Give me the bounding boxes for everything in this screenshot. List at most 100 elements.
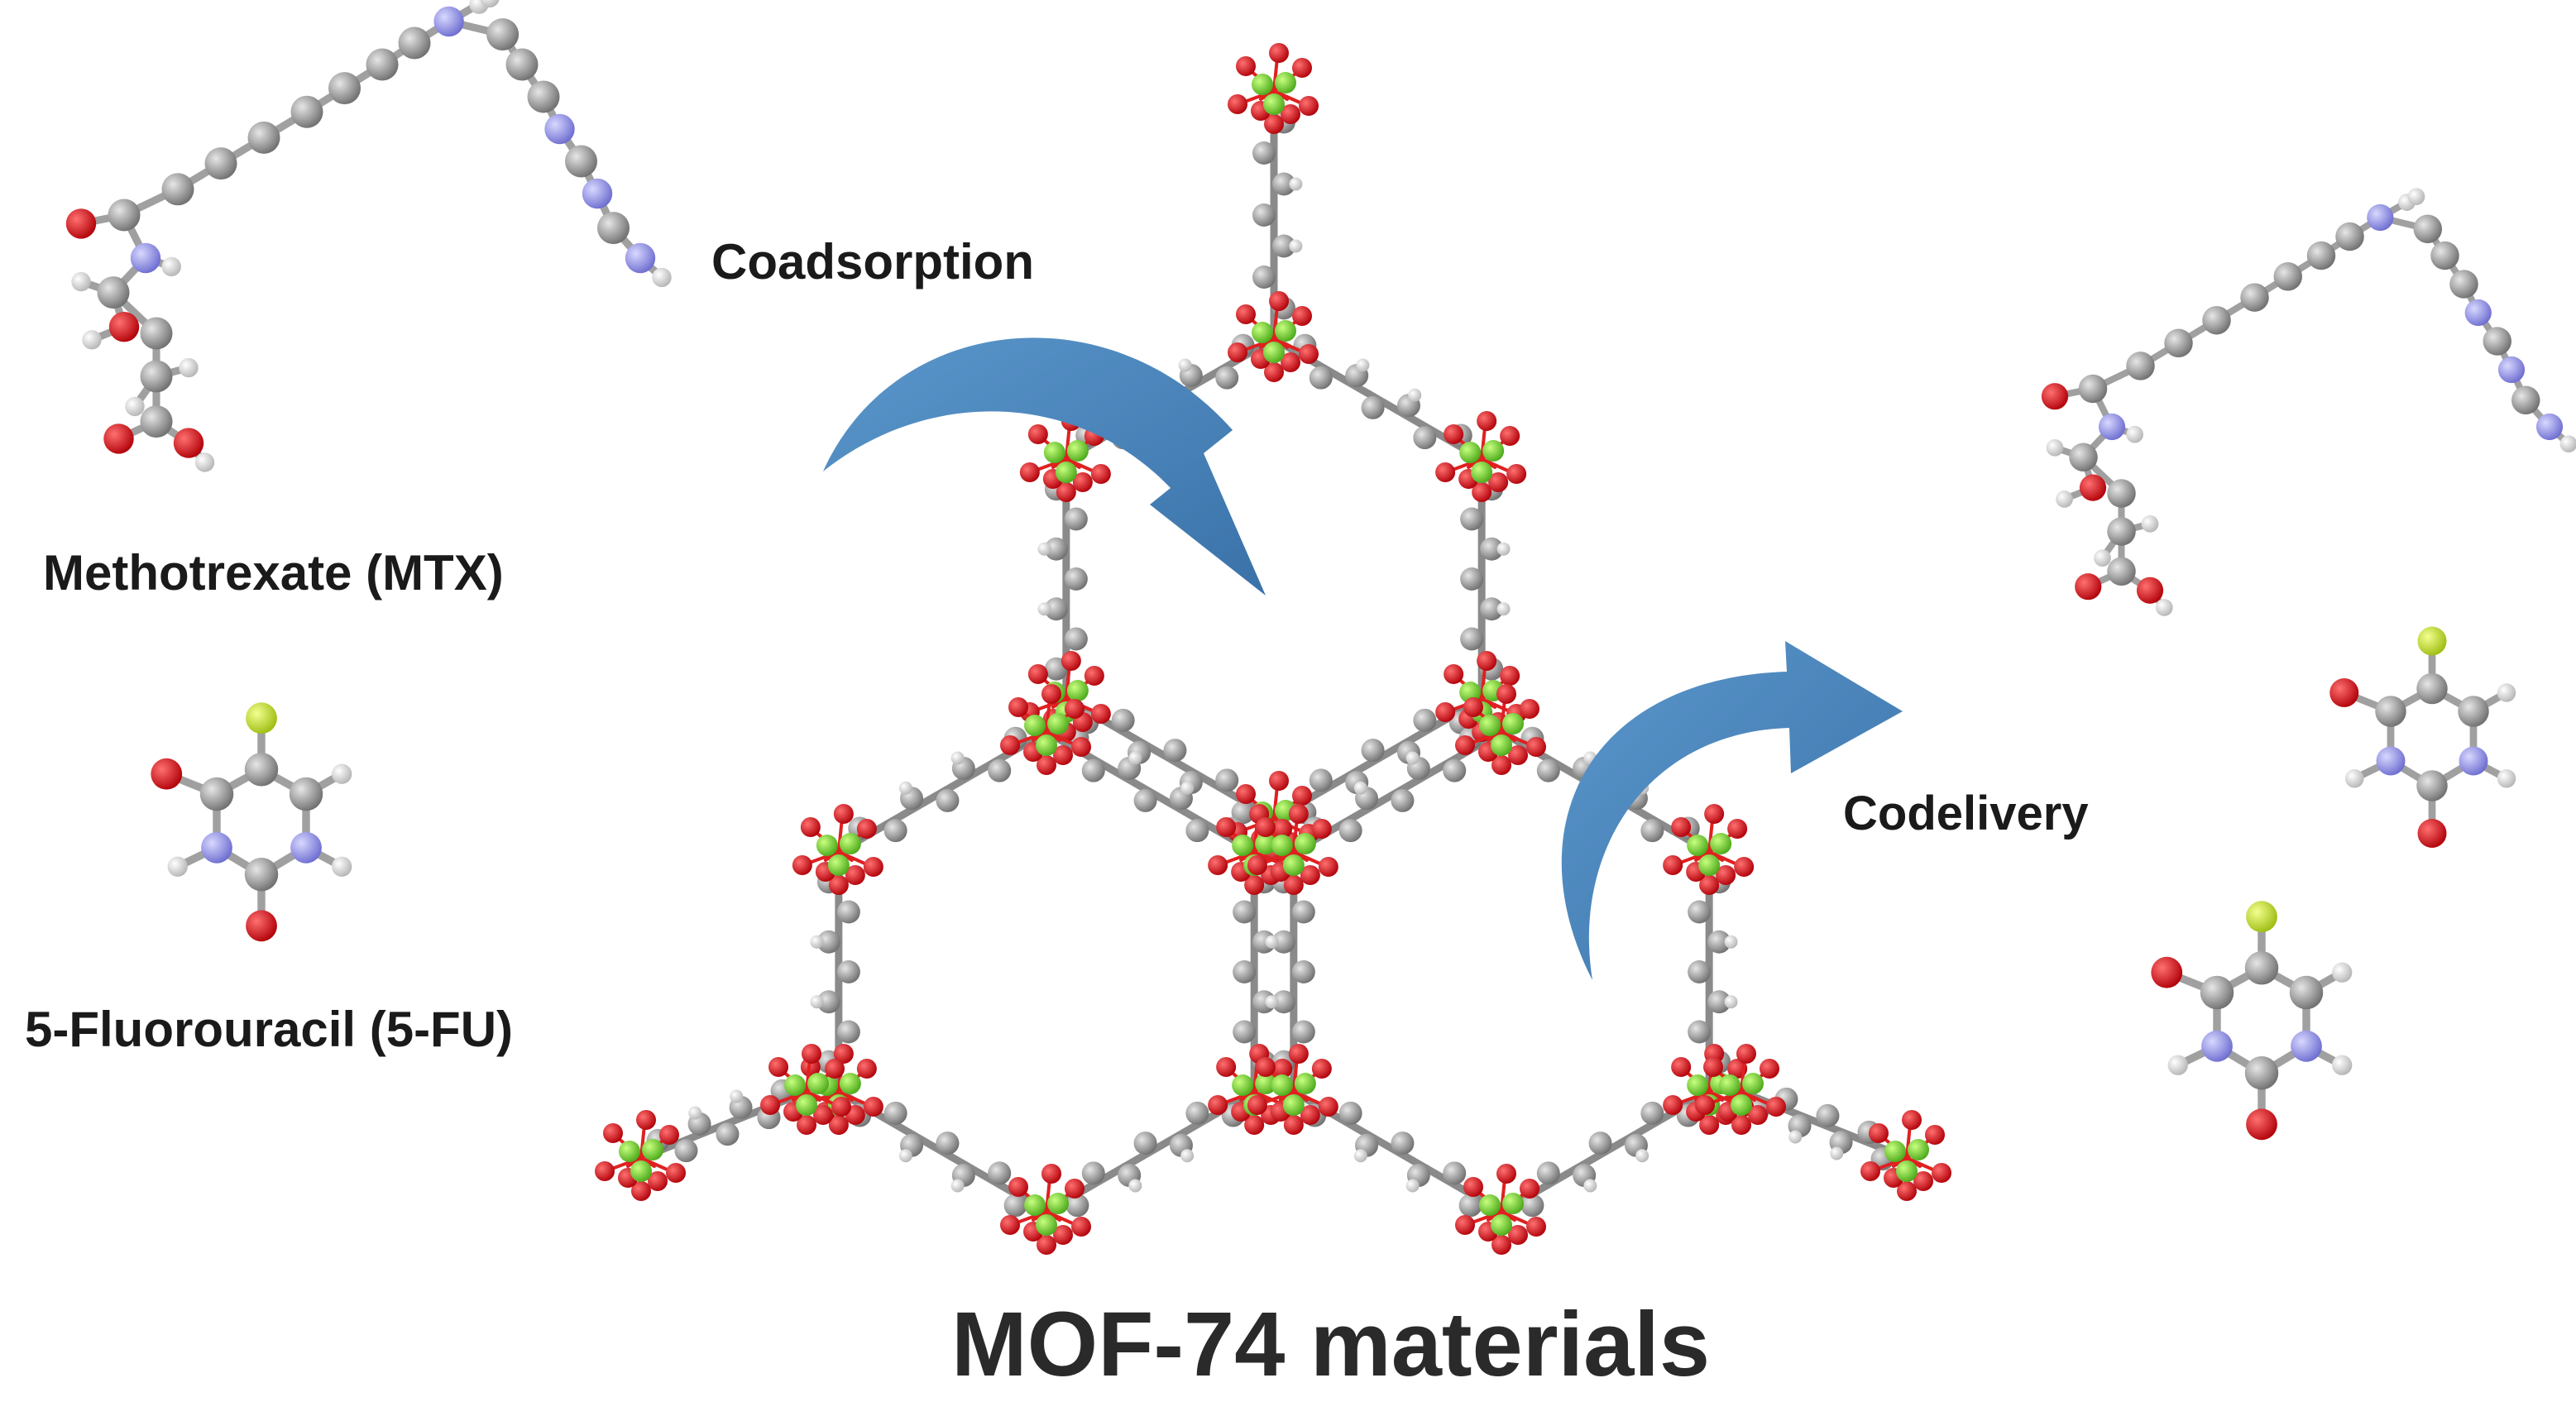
carbon-atom	[988, 758, 1012, 782]
carbon-atom	[836, 900, 860, 924]
oxygen-atom	[1463, 1177, 1483, 1197]
oxygen-atom	[1318, 857, 1338, 877]
oxygen-atom	[1000, 1215, 1020, 1235]
metal-atom	[1282, 1094, 1305, 1116]
oxygen-atom	[1292, 58, 1312, 78]
released-fluorouracil-molecule	[2329, 626, 2516, 848]
oxygen-atom	[2041, 383, 2069, 410]
oxygen-atom	[1300, 865, 1320, 885]
oxygen-atom	[103, 423, 134, 454]
carbon-atom	[816, 930, 840, 954]
oxygen-atom	[2246, 1108, 2277, 1141]
hydrogen-atom	[1724, 995, 1738, 1009]
linker	[637, 1079, 811, 1163]
oxygen-atom	[863, 1097, 883, 1117]
carbon-atom	[1081, 758, 1105, 782]
metal-atom	[1047, 1193, 1069, 1214]
carbon-atom	[1707, 930, 1731, 954]
oxygen-atom	[1272, 819, 1293, 839]
oxygen-atom	[648, 1171, 668, 1191]
oxygen-atom	[1508, 745, 1528, 765]
carbon-atom	[398, 26, 431, 60]
carbon-atom	[161, 173, 194, 206]
hydrogen-atom	[2126, 425, 2143, 443]
metal-atom	[1471, 462, 1493, 483]
oxygen-atom	[1455, 735, 1475, 755]
oxygen-atom	[595, 1161, 615, 1181]
hydrogen-atom	[2094, 549, 2111, 567]
hydrogen-atom	[1635, 1149, 1650, 1163]
hydrogen-atom	[2332, 1055, 2353, 1075]
nitrogen-atom	[544, 113, 575, 145]
carbon-atom	[2449, 270, 2478, 299]
oxygen-atom	[1300, 1105, 1320, 1125]
oxygen-atom	[1269, 43, 1289, 63]
carbon-atom	[1111, 708, 1135, 732]
fluorouracil-molecule	[151, 702, 352, 942]
bond	[1272, 304, 1279, 341]
oxygen-atom	[1477, 651, 1497, 671]
carbon-atom	[1044, 537, 1068, 561]
oxygen-atom	[636, 1110, 656, 1130]
oxygen-atom	[1288, 1044, 1309, 1064]
hydrogen-atom	[730, 1089, 744, 1103]
oxygen-atom	[65, 208, 97, 239]
oxygen-atom	[828, 875, 849, 895]
oxygen-atom	[1037, 755, 1056, 775]
carbon-atom	[1391, 788, 1415, 812]
oxygen-atom	[856, 1059, 877, 1079]
carbon-atom	[2240, 283, 2269, 312]
codelivery-label: Codelivery	[1843, 787, 2089, 840]
bond	[1740, 1057, 1746, 1093]
oxygen-atom	[2417, 819, 2447, 848]
hydrogen-atom	[2497, 683, 2516, 702]
oxygen-atom	[792, 855, 812, 875]
carbon-atom	[1688, 960, 1712, 983]
carbon-atom	[1309, 768, 1333, 792]
oxygen-atom	[1061, 651, 1081, 671]
nitrogen-atom	[2376, 746, 2406, 776]
carbon-atom	[140, 405, 173, 438]
oxygen-atom	[246, 910, 277, 942]
oxygen-atom	[802, 1044, 821, 1064]
hydrogen-atom	[2559, 435, 2576, 453]
hydrogen-atom	[2056, 490, 2073, 508]
metal-atom	[1908, 1139, 1929, 1160]
oxygen-atom	[1084, 666, 1104, 686]
metal-atom	[1047, 713, 1069, 734]
carbon-atom	[1081, 1161, 1105, 1185]
metal-atom	[1698, 854, 1721, 876]
metal-atom	[1491, 734, 1512, 756]
carbon-atom	[1640, 1101, 1664, 1125]
carbon-atom	[1291, 1020, 1315, 1044]
oxygen-atom	[1491, 755, 1511, 775]
carbon-atom	[1185, 1101, 1209, 1125]
oxygen-atom	[1760, 1059, 1779, 1079]
hydrogen-atom	[161, 256, 181, 277]
carbon-atom	[2416, 770, 2448, 801]
metal-atom	[1271, 1074, 1293, 1096]
oxygen-atom	[1283, 875, 1304, 895]
hydrogen-atom	[1496, 602, 1511, 616]
metal-cluster	[1228, 291, 1319, 382]
oxygen-atom	[1663, 855, 1683, 875]
oxygen-atom	[1902, 1110, 1922, 1130]
carbon-atom	[1271, 930, 1295, 954]
carbon-atom	[290, 95, 323, 128]
oxygen-atom	[1027, 664, 1048, 684]
oxygen-atom	[1520, 699, 1539, 719]
nitrogen-atom	[201, 831, 232, 864]
metal-atom	[1255, 1073, 1277, 1094]
oxygen-atom	[1435, 462, 1456, 482]
carbon-atom	[97, 276, 130, 309]
carbon-atom	[140, 317, 173, 350]
hydrogen-atom	[898, 1149, 912, 1163]
oxygen-atom	[1090, 704, 1111, 724]
carbon-atom	[199, 777, 234, 811]
oxygen-atom	[856, 819, 877, 839]
hydrogen-atom	[179, 357, 199, 378]
oxygen-atom	[1056, 482, 1076, 502]
hydrogen-atom	[1496, 542, 1511, 556]
oxygen-atom	[2151, 956, 2183, 988]
